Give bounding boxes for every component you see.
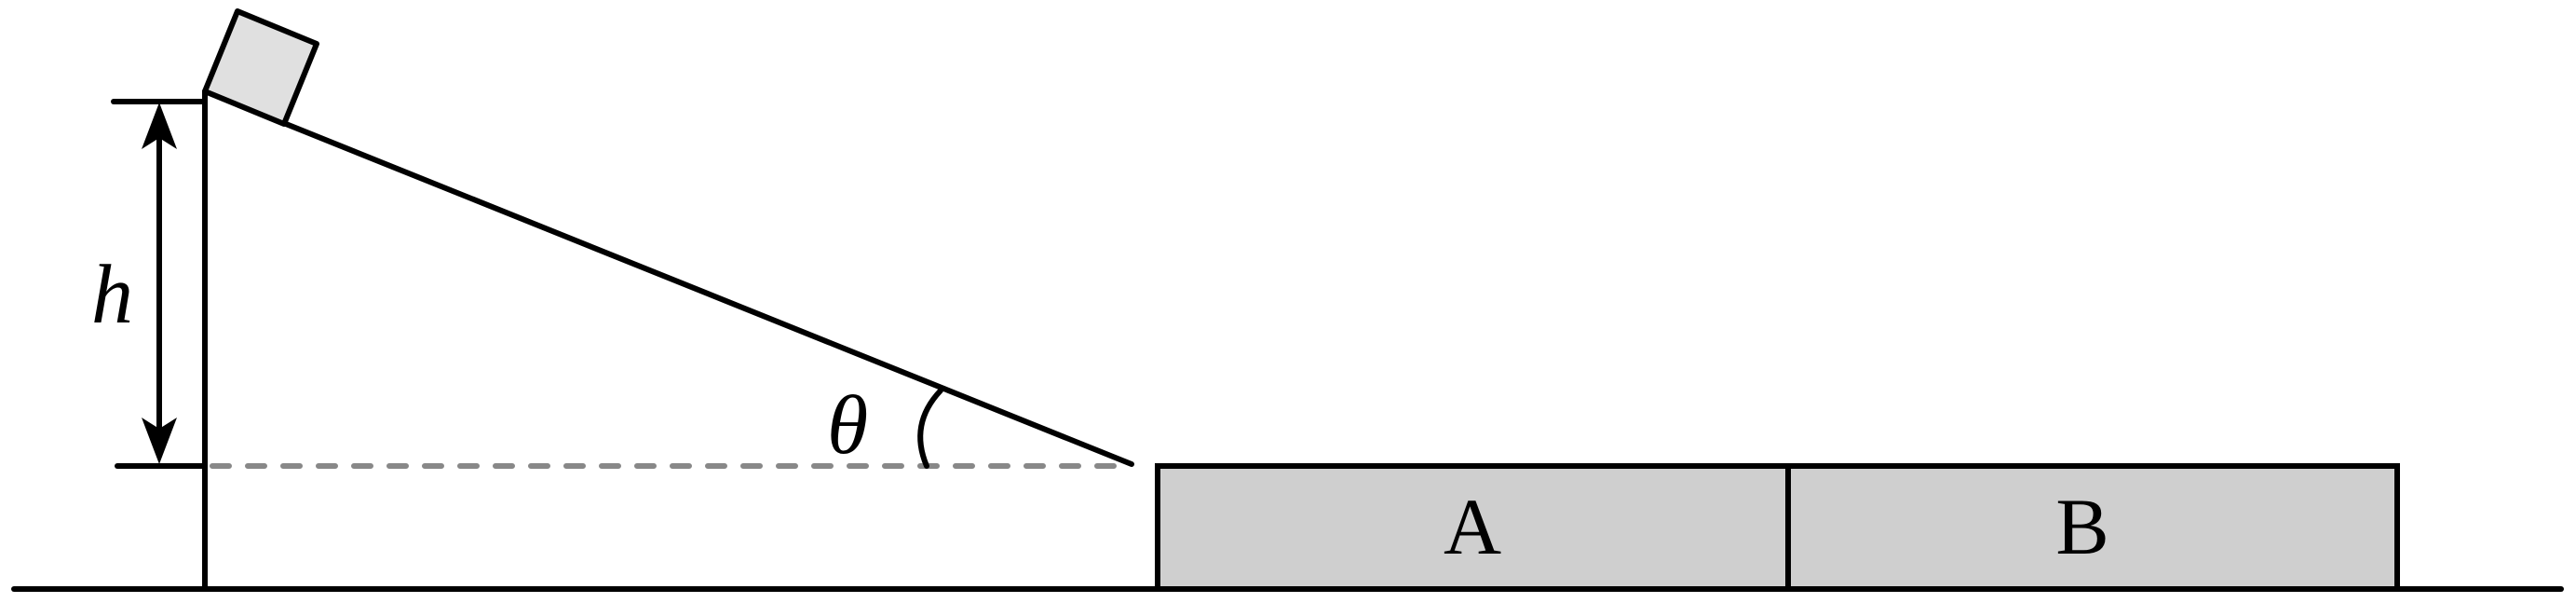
height-arrow: [142, 103, 177, 464]
block-b: [1785, 463, 2400, 592]
block-a-label: A: [1444, 482, 1501, 571]
incline-surface: [202, 89, 1134, 467]
angle-label: θ: [827, 379, 868, 472]
block-b-label: B: [2055, 482, 2108, 571]
height-label: h: [91, 249, 133, 341]
angle-arc: [917, 388, 943, 469]
small-block: [202, 8, 319, 127]
